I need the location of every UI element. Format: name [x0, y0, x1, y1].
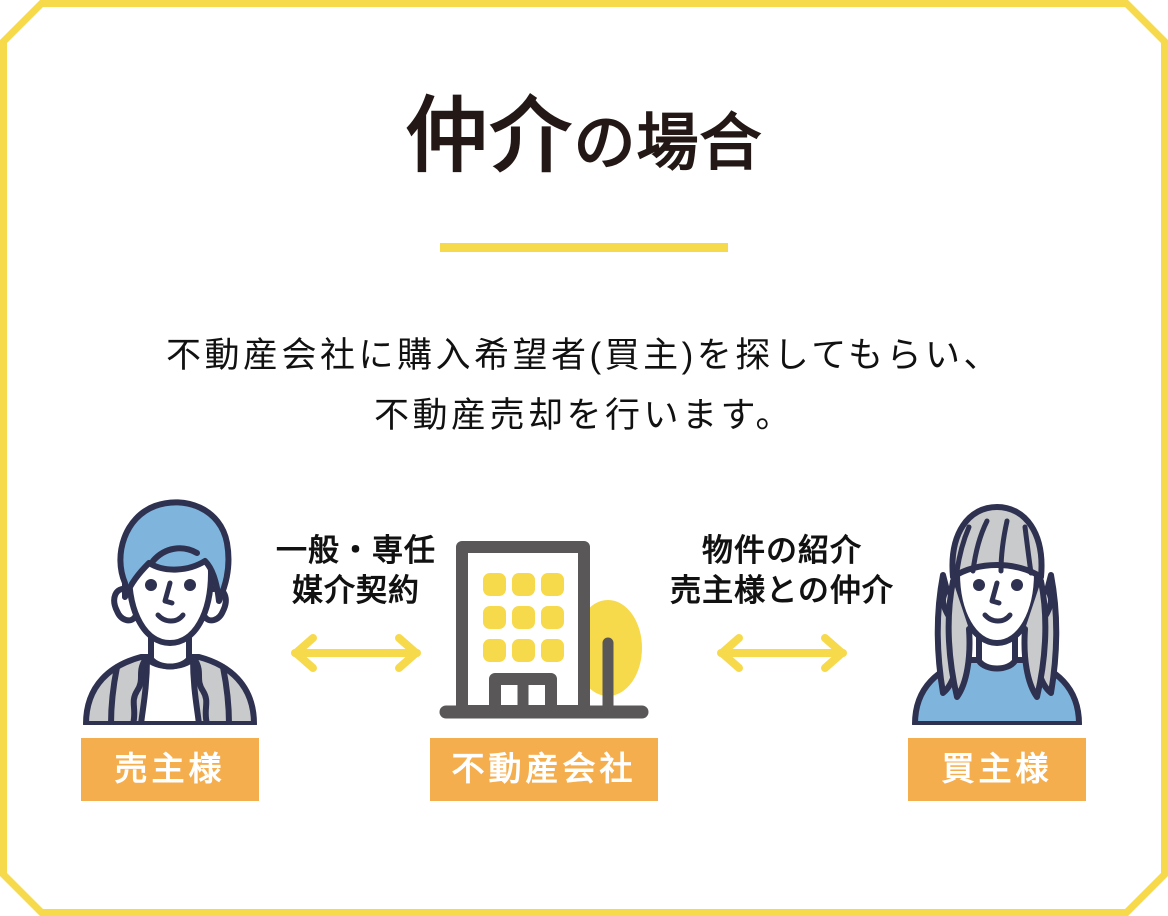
page-title-main: 仲介	[405, 91, 574, 182]
buyer-label: 買主様	[908, 738, 1086, 801]
diagram-node-seller: 売主様	[40, 495, 300, 801]
relation-agency-buyer-line-1: 物件の紹介	[702, 533, 862, 568]
agency-label: 不動産会社	[430, 738, 658, 801]
diagram-node-buyer: 買主様	[867, 495, 1127, 801]
relation-agency-buyer: 物件の紹介 売主様との仲介	[648, 531, 916, 674]
description-line-2: 不動産売却を行います。	[373, 396, 794, 436]
page-title: 仲介の場合	[0, 96, 1168, 178]
relation-seller-agency-line-2: 媒介契約	[292, 572, 420, 608]
double-arrow-icon	[717, 634, 847, 673]
relation-seller-agency-arrow	[258, 632, 454, 674]
description-line-1: 不動産会社に購入希望者(買主)を探してもらい、	[165, 336, 1002, 375]
office-building-icon	[439, 541, 649, 719]
relation-seller-agency-line-1: 一般・専任	[276, 533, 436, 568]
flow-diagram: 売主様 一般・専任 媒介契約	[0, 495, 1168, 835]
diagram-node-agency: 不動産会社	[414, 495, 674, 801]
title-underline-rule	[440, 243, 728, 252]
relation-seller-agency: 一般・専任 媒介契約	[258, 531, 454, 674]
seller-label: 売主様	[81, 738, 259, 801]
person-gray-hair-avatar	[912, 504, 1082, 725]
agency-building	[414, 495, 674, 725]
relation-agency-buyer-arrow	[648, 632, 916, 674]
person-blue-hair-avatar	[83, 499, 257, 725]
seller-avatar	[40, 495, 300, 725]
description-text: 不動産会社に購入希望者(買主)を探してもらい、 不動産売却を行います。	[0, 326, 1168, 446]
buyer-avatar	[867, 495, 1127, 725]
relation-agency-buyer-line-2: 売主様との仲介	[670, 572, 894, 608]
page-title-sub: の場合	[573, 109, 763, 178]
double-arrow-icon	[291, 634, 421, 673]
